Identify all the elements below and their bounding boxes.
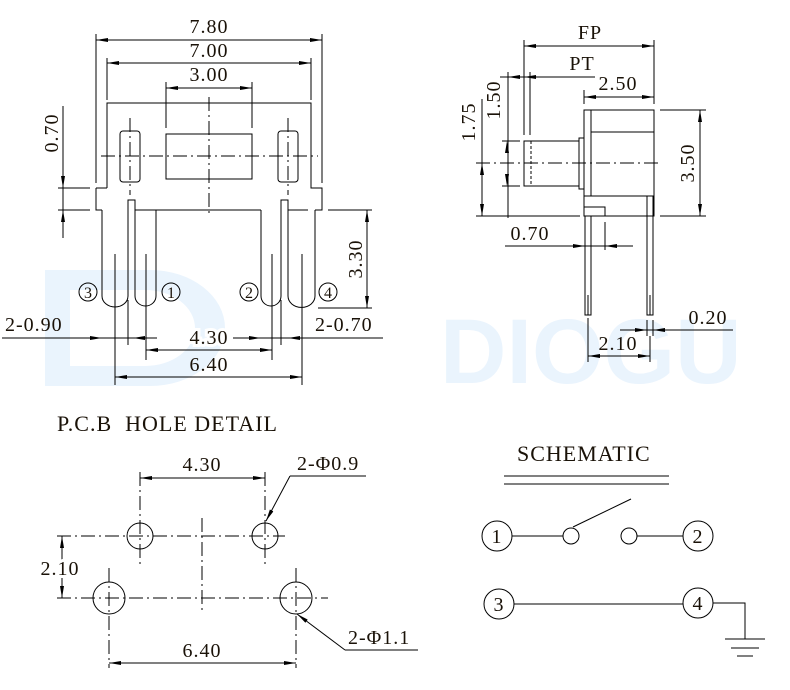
schematic: SCHEMATIC 1 2 3 4 — [481, 441, 765, 657]
dim-actuator-height: 1.50 — [483, 81, 505, 120]
dim-pt: PT — [569, 53, 594, 75]
switch-contact-left — [562, 527, 580, 545]
schematic-pin-1: 1 — [481, 520, 513, 552]
watermark-text: DIOGU — [440, 301, 742, 403]
dim-center-height: 1.75 — [458, 103, 480, 142]
schematic-title: SCHEMATIC — [517, 441, 651, 466]
pin-label-4: 4 — [318, 282, 338, 302]
pin-number: 4 — [324, 285, 332, 302]
switch-lever — [572, 498, 632, 528]
pcb-dim-inner-pitch: 4.30 — [183, 454, 222, 476]
dim-body-height: 3.50 — [677, 144, 699, 183]
pin-number: 1 — [167, 285, 175, 302]
dim-lead-offset: 0.70 — [511, 223, 550, 245]
switch-body-outline — [95, 102, 323, 211]
dim-inner-pitch: 4.30 — [190, 327, 229, 349]
ground-icon — [725, 638, 765, 657]
switch-contact-right — [620, 527, 638, 545]
dim-outer-pitch: 6.40 — [190, 354, 229, 376]
dim-overall-width: 7.80 — [190, 16, 229, 38]
schematic-pin-3: 3 — [483, 588, 515, 620]
front-view: 3 1 2 4 7.80 7.00 3.00 0.70 3.30 2-0.90 … — [2, 16, 383, 385]
dim-body-width: 7.00 — [190, 40, 229, 62]
schematic-pin-2: 2 — [682, 520, 714, 552]
dim-actuator-width: 3.00 — [190, 64, 229, 86]
pcb-title: P.C.B HOLE DETAIL — [57, 411, 278, 436]
pcb-hole-detail: P.C.B HOLE DETAIL 4.30 2.10 6.40 2-Φ0.9 … — [38, 411, 418, 668]
pin-label-3: 3 — [78, 282, 98, 302]
watermark-logo-icon — [45, 270, 225, 386]
dim-fp: FP — [578, 22, 602, 44]
pcb-large-hole-diameter: 2-Φ1.1 — [348, 627, 410, 649]
dim-step-height: 0.70 — [41, 114, 63, 153]
lead-left-pair — [101, 199, 157, 308]
pin-number: 2 — [693, 526, 704, 548]
lead-right-pair — [260, 199, 316, 308]
pcb-small-hole-diameter: 2-Φ0.9 — [297, 453, 359, 475]
dim-lead-pitch: 2.10 — [599, 333, 638, 355]
dim-lead-length: 3.30 — [345, 240, 367, 279]
pin-number: 3 — [84, 285, 92, 302]
dim-lead-thickness: 0.20 — [689, 307, 728, 329]
schematic-pin-4: 4 — [682, 587, 714, 619]
pin-number: 2 — [245, 285, 253, 302]
dim-lead-width-right: 2-0.70 — [315, 314, 373, 336]
pin-number: 4 — [693, 593, 704, 615]
dim-body-depth: 2.50 — [599, 73, 638, 95]
watermark: DIOGU — [45, 270, 742, 403]
pcb-dim-outer-pitch: 6.40 — [183, 640, 222, 662]
dim-lead-width-left: 2-0.90 — [5, 314, 63, 336]
pin-number: 1 — [492, 526, 503, 548]
side-body — [583, 109, 655, 217]
pin-number: 3 — [494, 594, 505, 616]
pin-label-2: 2 — [239, 282, 259, 302]
side-view: FP PT 2.50 1.50 1.75 3.50 0.70 0.20 2.10 — [458, 22, 733, 362]
pcb-dim-row-spacing: 2.10 — [41, 558, 80, 580]
pin-label-1: 1 — [161, 282, 181, 302]
